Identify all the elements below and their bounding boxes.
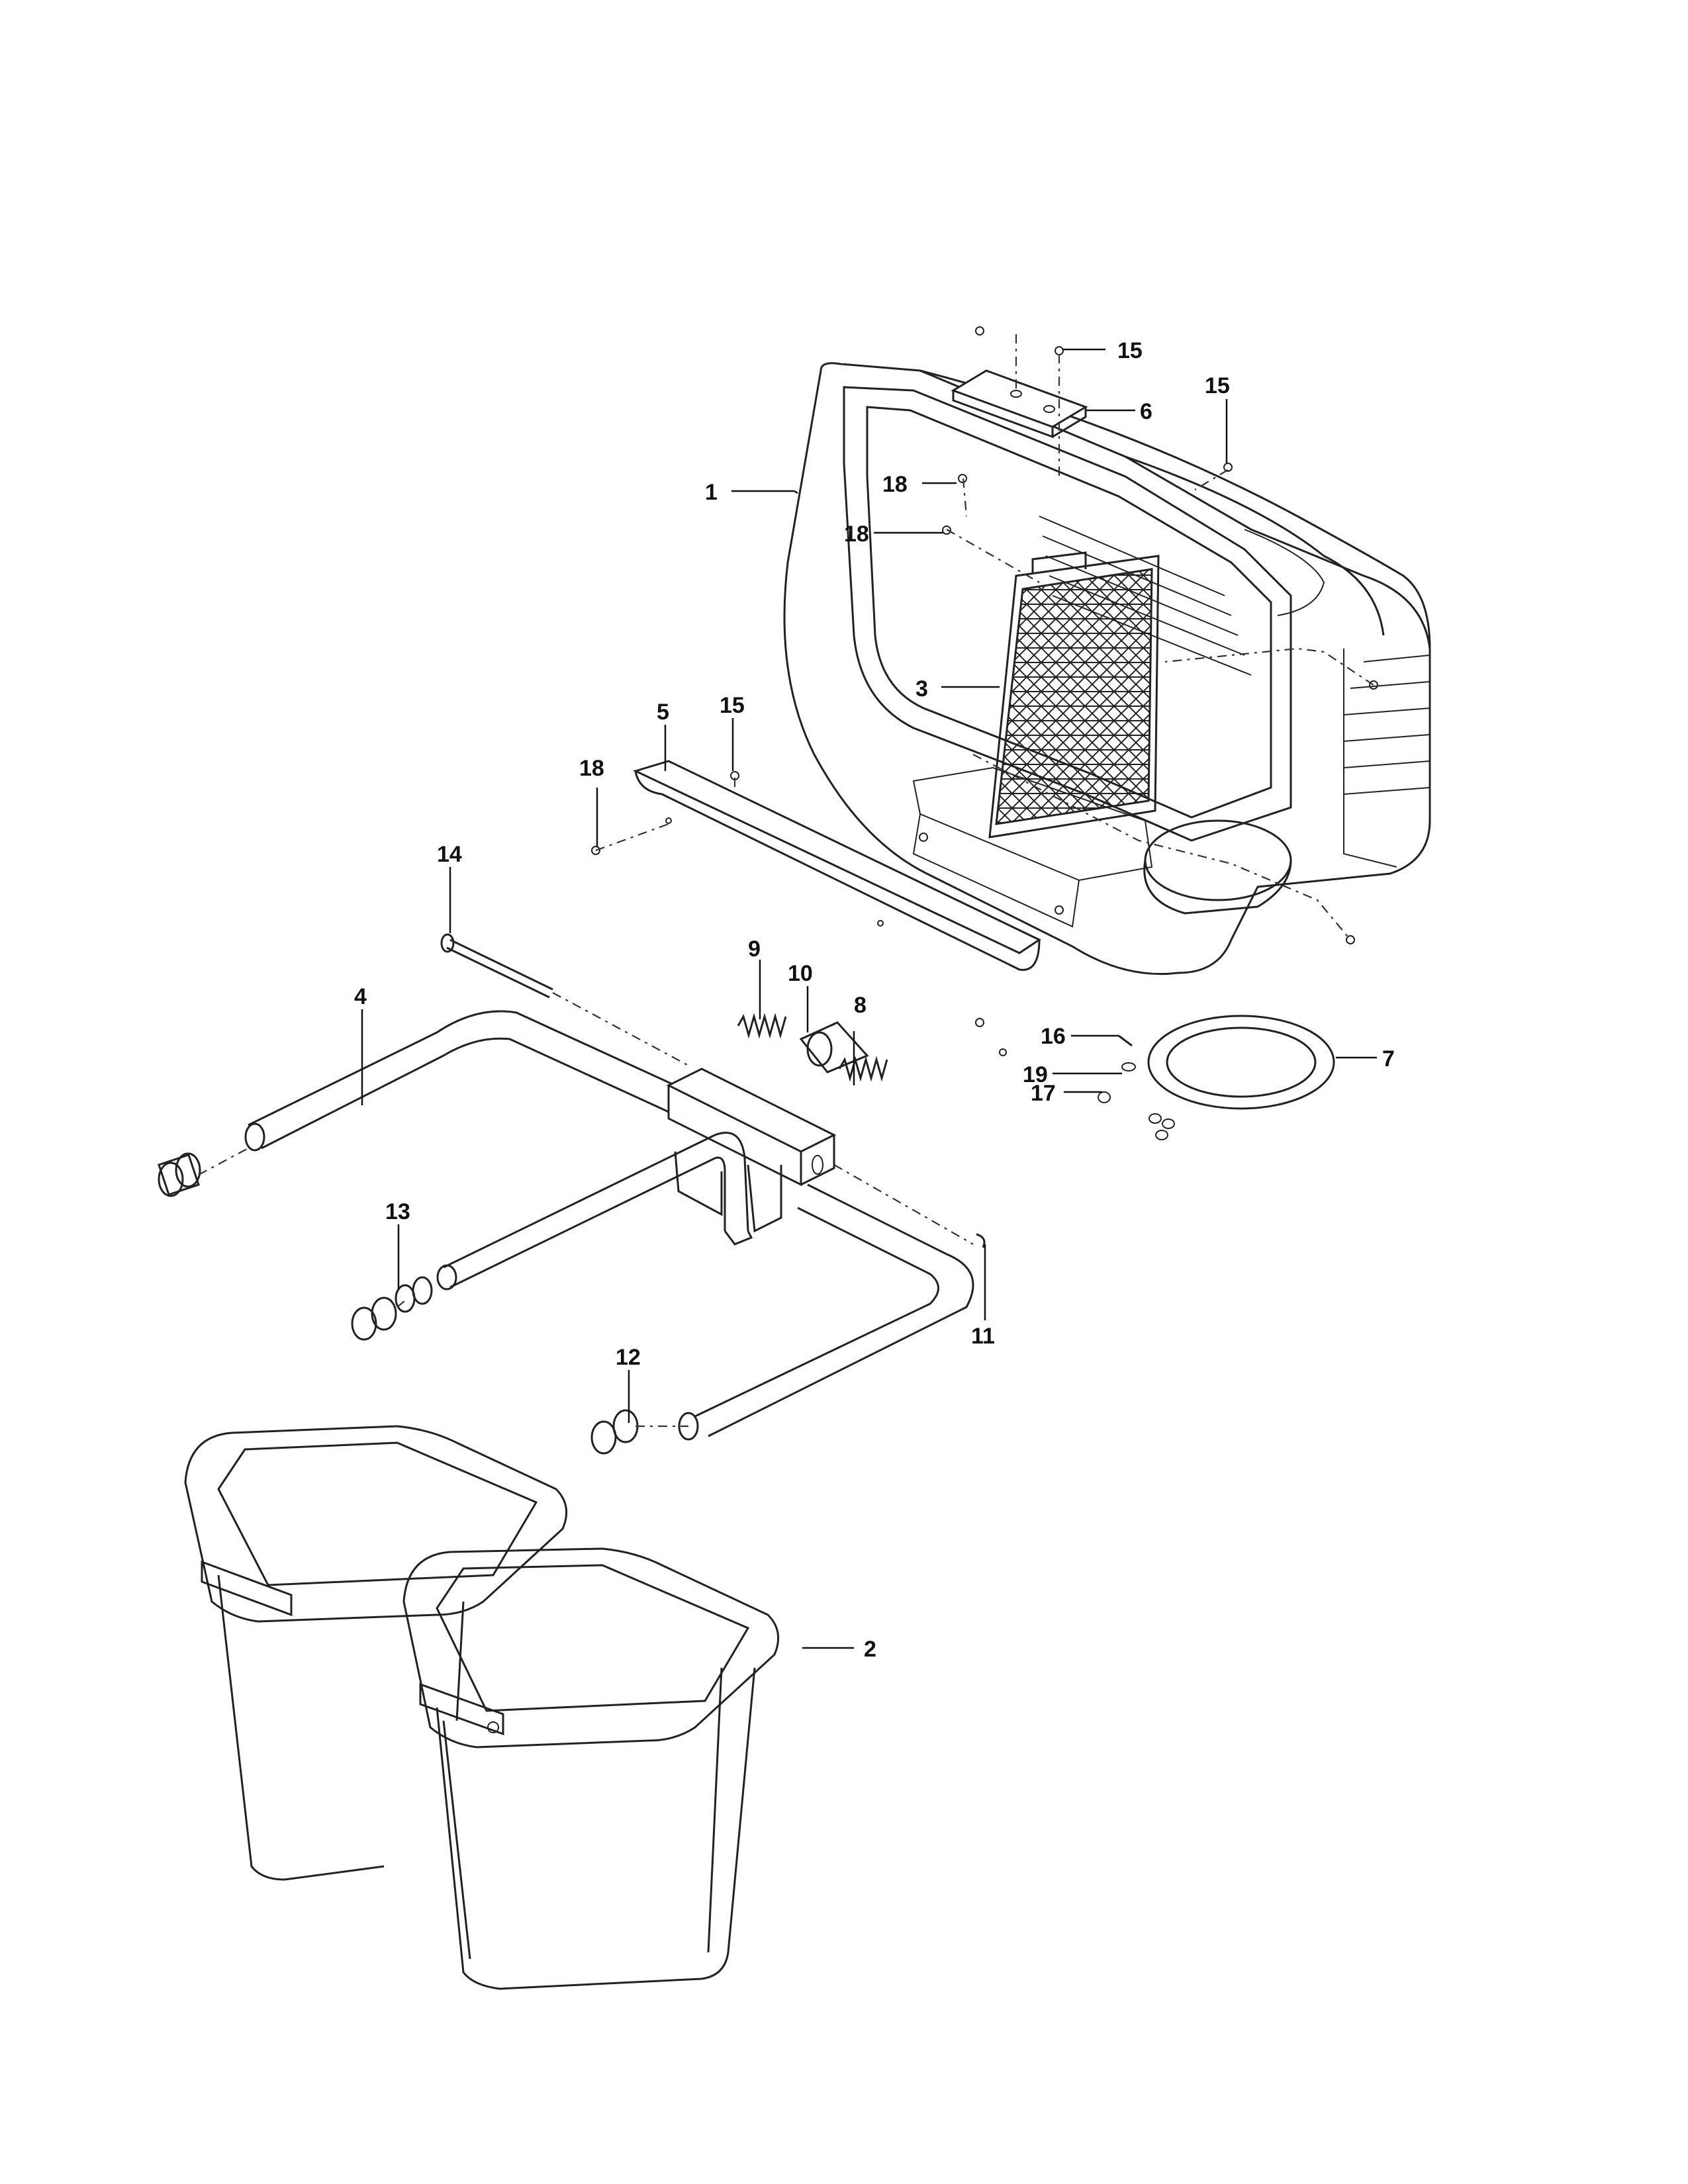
callout-15-right: 15 (1205, 373, 1230, 398)
callout-16: 16 (1041, 1024, 1066, 1049)
hardware (591, 326, 1378, 1248)
assembly-center-lines (198, 334, 1374, 1428)
callout-18-middle: 18 (844, 522, 869, 547)
callout-3: 3 (915, 676, 928, 702)
callout-14: 14 (437, 842, 462, 867)
strip-part-5 (632, 760, 1042, 971)
callout-2: 2 (864, 1637, 876, 1662)
leader-lines (361, 348, 1377, 1649)
callout-11: 11 (971, 1324, 995, 1349)
callout-18-strip: 18 (579, 756, 604, 781)
callout-15-strip: 15 (720, 693, 745, 718)
screen-part-3 (988, 551, 1160, 839)
callout-12: 12 (616, 1345, 641, 1370)
bag-buckets-part-2 (184, 1425, 780, 1990)
frame-part-4 (244, 1010, 974, 1441)
ring-part-7 (1147, 1015, 1335, 1110)
callout-4: 4 (354, 984, 367, 1009)
callout-9: 9 (748, 936, 761, 962)
callout-8: 8 (854, 993, 867, 1018)
rod-part-14 (440, 933, 553, 999)
callout-19: 19 (1023, 1062, 1048, 1087)
callout-18-top: 18 (882, 472, 908, 497)
callout-7: 7 (1382, 1046, 1395, 1071)
callout-1: 1 (705, 480, 718, 505)
callout-6: 6 (1140, 399, 1152, 424)
callout-labels: 1 2 3 4 5 6 7 8 9 10 11 12 13 14 15 15 1… (354, 338, 1395, 1662)
callout-17: 17 (1031, 1081, 1056, 1106)
callout-10: 10 (788, 961, 813, 986)
bracket-part-6 (951, 369, 1088, 439)
springs-and-sleeve (737, 1013, 888, 1082)
callout-5: 5 (657, 700, 669, 725)
callout-13: 13 (385, 1199, 410, 1224)
callout-15-top: 15 (1117, 338, 1143, 363)
end-caps (158, 1152, 639, 1455)
